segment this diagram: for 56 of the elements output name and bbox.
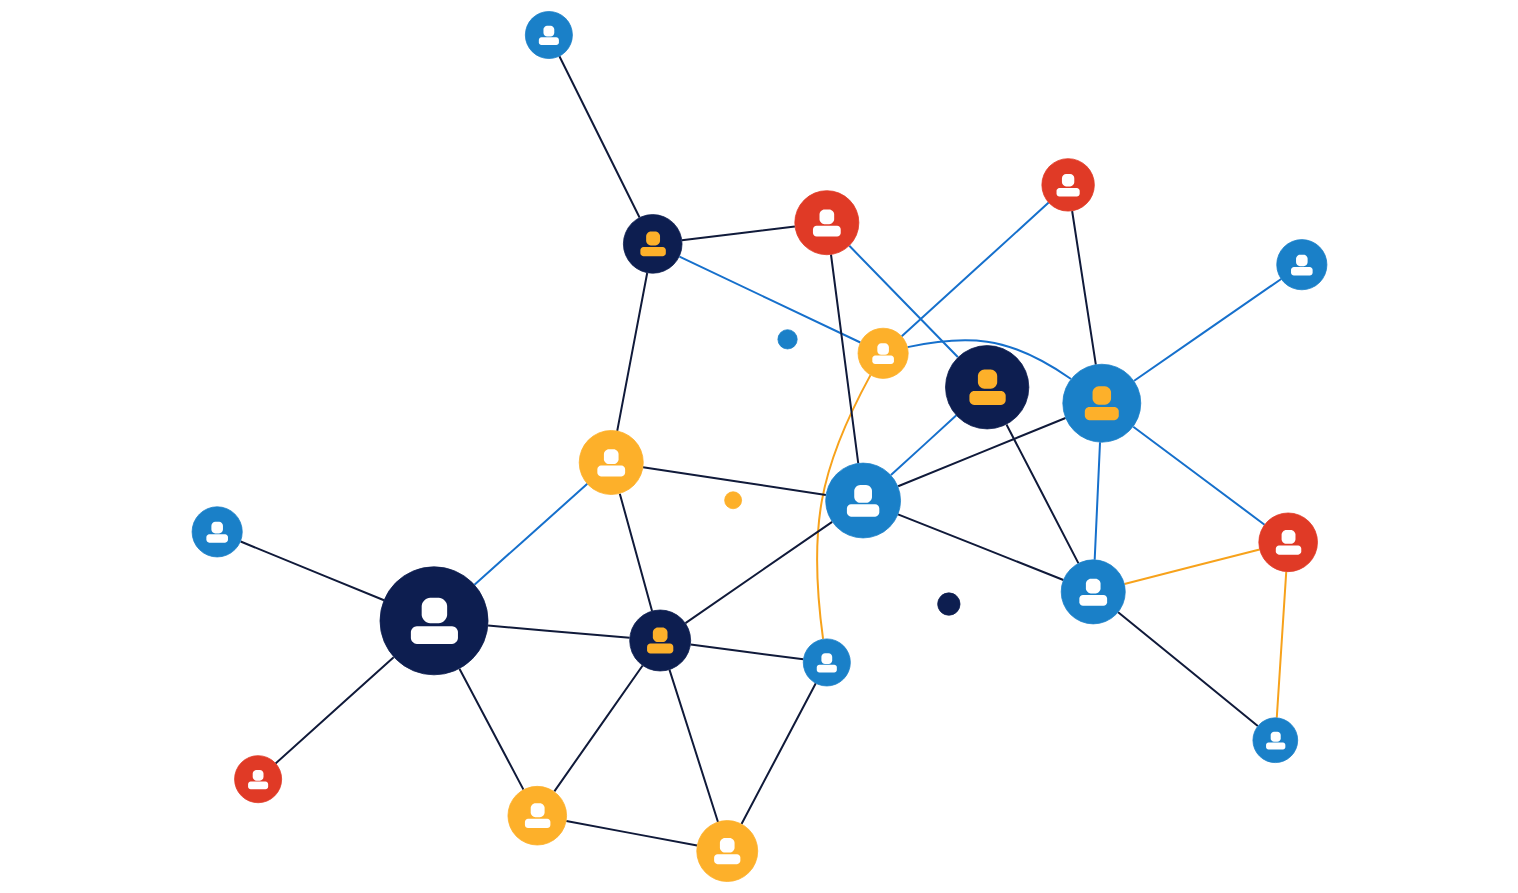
connector bbox=[668, 669, 719, 823]
connector bbox=[684, 521, 833, 624]
node-person bbox=[1257, 512, 1318, 572]
node-circle bbox=[777, 329, 798, 350]
node-person bbox=[857, 327, 909, 379]
connector bbox=[1117, 611, 1258, 727]
connector bbox=[829, 254, 859, 464]
connector bbox=[1132, 425, 1265, 526]
connector bbox=[239, 540, 384, 602]
node-person bbox=[824, 462, 901, 539]
node-person bbox=[379, 566, 488, 676]
node-person bbox=[191, 506, 243, 558]
node-person bbox=[578, 430, 644, 495]
connector bbox=[458, 668, 524, 791]
connector bbox=[900, 201, 1049, 338]
connector bbox=[906, 339, 1072, 380]
connector bbox=[615, 272, 648, 432]
connector bbox=[1275, 571, 1287, 718]
node-circle bbox=[723, 491, 742, 510]
node-person bbox=[622, 214, 682, 274]
connector bbox=[1005, 424, 1079, 564]
connector bbox=[897, 513, 1064, 581]
connector bbox=[565, 820, 697, 847]
connector bbox=[487, 624, 630, 639]
node-person bbox=[1275, 239, 1327, 291]
node-person bbox=[793, 190, 859, 256]
node-person bbox=[802, 638, 851, 687]
connector bbox=[473, 483, 588, 586]
node-person bbox=[1060, 559, 1126, 625]
connector bbox=[740, 682, 817, 825]
connector bbox=[558, 55, 640, 218]
node-circle bbox=[936, 592, 960, 616]
connector bbox=[618, 493, 653, 612]
connector bbox=[1093, 442, 1101, 560]
connector bbox=[553, 664, 643, 792]
node-person bbox=[1252, 717, 1298, 763]
connector bbox=[1133, 278, 1282, 382]
node-person bbox=[507, 785, 567, 846]
node-person bbox=[233, 755, 282, 804]
connector bbox=[815, 374, 871, 640]
connector bbox=[678, 255, 861, 344]
node-person bbox=[695, 820, 758, 882]
node-person bbox=[1061, 363, 1141, 443]
node-person bbox=[1041, 158, 1095, 212]
connector bbox=[889, 414, 957, 476]
connector bbox=[274, 656, 394, 765]
connector bbox=[1070, 210, 1097, 365]
connector bbox=[1123, 548, 1260, 585]
connector bbox=[690, 643, 803, 661]
connector bbox=[642, 466, 826, 496]
node-person bbox=[944, 345, 1029, 430]
connector bbox=[681, 225, 795, 242]
node-person bbox=[628, 609, 691, 672]
node-person bbox=[524, 11, 573, 59]
connector bbox=[897, 417, 1066, 488]
connector bbox=[848, 245, 958, 358]
